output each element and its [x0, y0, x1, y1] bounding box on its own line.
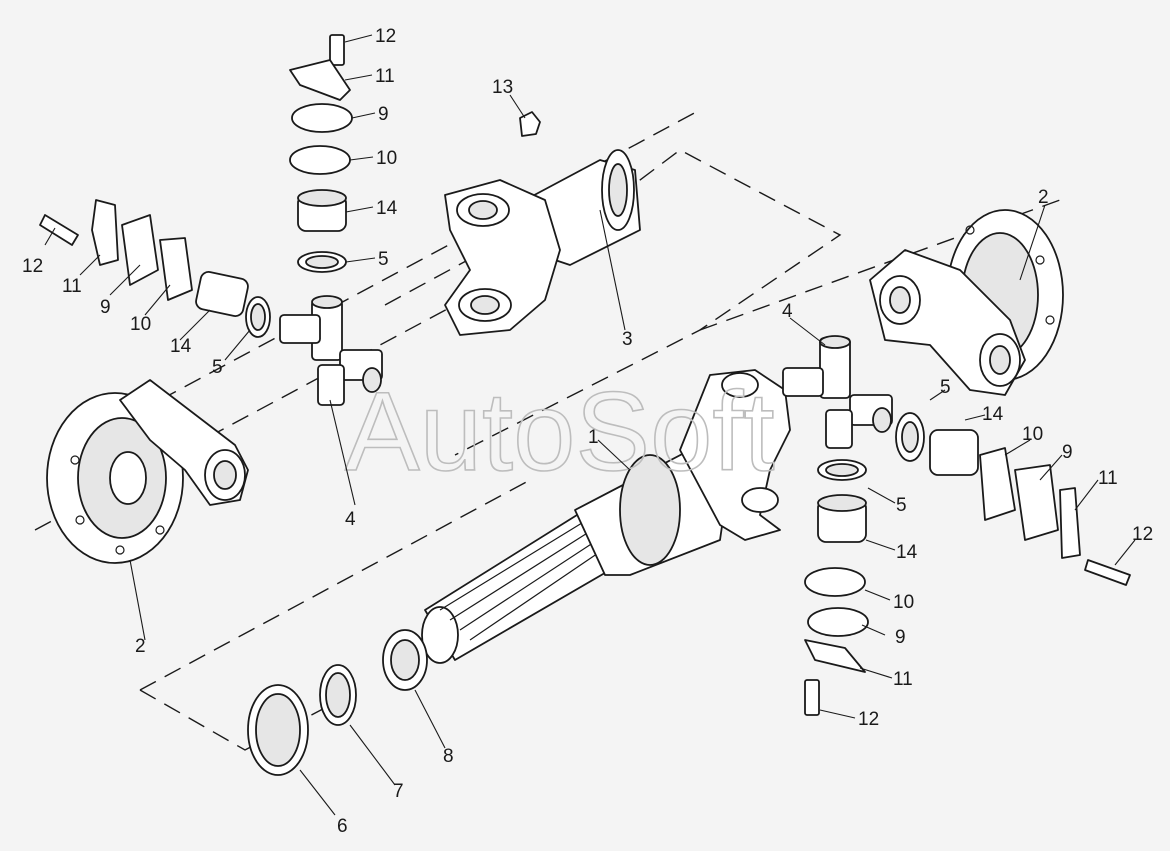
callout-6: 6	[337, 816, 348, 837]
callout-9: 9	[100, 297, 111, 318]
right-bearing-stack	[895, 412, 1131, 586]
callout-4: 4	[345, 509, 356, 530]
callout-2: 2	[135, 636, 146, 657]
callout-5: 5	[378, 249, 389, 270]
cross-left	[279, 295, 383, 406]
callout-12: 12	[858, 709, 879, 730]
spline-shaft	[421, 369, 791, 664]
callout-12: 12	[22, 256, 43, 277]
callout-14: 14	[376, 198, 398, 219]
callout-9: 9	[1062, 442, 1073, 463]
callout-9: 9	[895, 627, 906, 648]
callout-8: 8	[443, 746, 454, 767]
callout-11: 11	[1098, 468, 1118, 489]
callout-10: 10	[893, 592, 914, 613]
callout-5: 5	[212, 357, 223, 378]
callout-11: 11	[375, 66, 395, 87]
leader-lines	[44, 34, 1136, 816]
watermark: AutoSoft	[345, 369, 775, 494]
callout-4: 4	[782, 301, 793, 322]
flange-yoke-left	[46, 379, 249, 564]
cross-right	[782, 335, 893, 449]
callout-11: 11	[62, 276, 82, 297]
callout-14: 14	[982, 404, 1004, 425]
callout-7: 7	[393, 781, 404, 802]
left-bearing-stack	[39, 199, 271, 338]
callout-3: 3	[622, 329, 633, 350]
callout-14: 14	[170, 336, 192, 357]
flange-yoke-right	[869, 209, 1064, 396]
callout-5: 5	[896, 495, 907, 516]
callout-10: 10	[376, 148, 397, 169]
callout-1: 1	[588, 427, 599, 448]
callout-5: 5	[940, 377, 951, 398]
callout-12: 12	[375, 26, 396, 47]
callout-12: 12	[1132, 524, 1153, 545]
callout-9: 9	[378, 104, 389, 125]
bottom-bearing-stack	[804, 459, 869, 716]
callout-10: 10	[1022, 424, 1043, 445]
callout-13: 13	[492, 77, 513, 98]
callout-10: 10	[130, 314, 151, 335]
callout-labels: 12 11 9 10 14 5 13 3 4 12 11 9 10 14 5 2…	[22, 26, 1153, 837]
callout-11: 11	[893, 669, 913, 690]
top-bearing-stack	[289, 34, 353, 273]
callout-2: 2	[1038, 187, 1049, 208]
seal-rings	[247, 629, 428, 776]
sleeve-yoke	[444, 111, 641, 336]
callout-14: 14	[896, 542, 918, 563]
